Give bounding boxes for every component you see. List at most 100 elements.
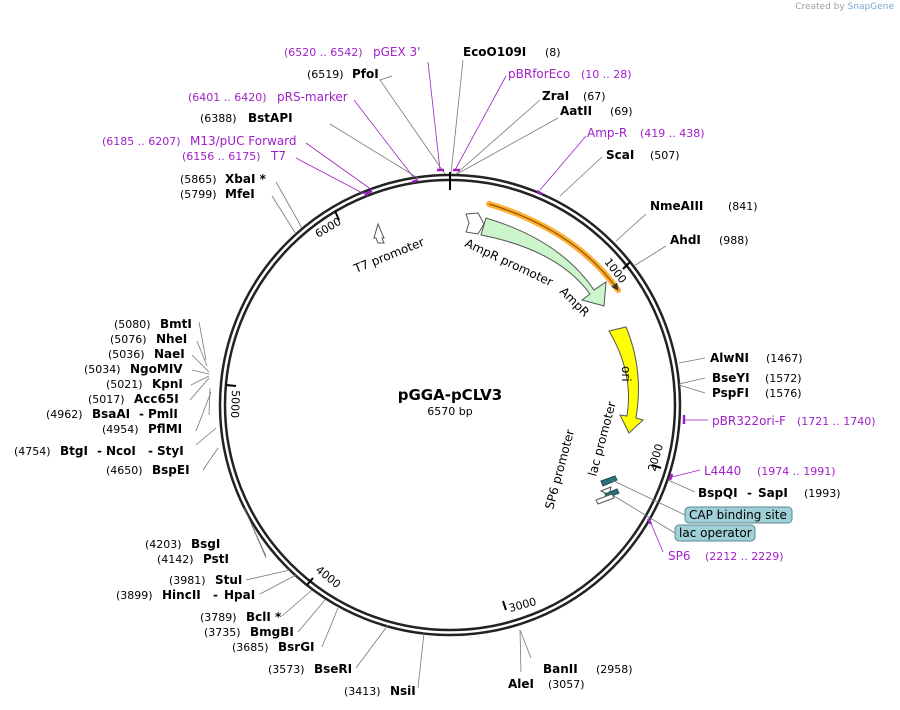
site-pos: (3981) — [169, 574, 206, 587]
primer-range: (2212 .. 2229) — [705, 550, 784, 563]
site-bspei[interactable]: (4650) BspEI — [106, 463, 190, 477]
site-leader-lines — [189, 59, 706, 689]
lac-operator: lac operator — [613, 495, 756, 542]
site-pos: (5021) — [106, 378, 143, 391]
site-pos: (507) — [650, 149, 680, 162]
site-hincii-hpai[interactable]: (3899) HincII - HpaI — [116, 588, 255, 602]
site-psti[interactable]: (4142) PstI — [157, 552, 229, 566]
site-name: BsrGI — [278, 640, 315, 654]
site-aatii[interactable]: AatII (69) — [560, 104, 633, 118]
site-scai[interactable]: ScaI (507) — [606, 148, 680, 162]
site-xbai[interactable]: (5865) XbaI * — [180, 172, 267, 186]
site-bstapi[interactable]: (6388) BstAPI — [200, 111, 293, 125]
site-name-2: PmlI — [148, 407, 178, 421]
site-name: XbaI * — [225, 172, 267, 186]
site-bspqi-sapi[interactable]: BspQI - SapI (1993) — [698, 486, 841, 500]
site-pfoi[interactable]: (6519) PfoI — [307, 67, 379, 81]
site-btgi-ncoi-styi[interactable]: (4754) BtgI - NcoI - StyI — [14, 444, 184, 458]
primer-t7[interactable]: (6156 .. 6175) T7 — [182, 149, 286, 163]
primer-sp6[interactable]: SP6 (2212 .. 2229) — [668, 549, 784, 563]
map-mark — [306, 577, 314, 586]
site-ngomiv[interactable]: (5034) NgoMIV — [84, 362, 183, 376]
site-pos: (3057) — [548, 678, 585, 691]
site-pflmi[interactable]: (4954) PflMI — [102, 422, 182, 436]
brand-prefix: Created by — [795, 2, 845, 12]
site-bseyi[interactable]: BseYI (1572) — [712, 371, 802, 385]
site-pos: (988) — [719, 234, 749, 247]
site-banii[interactable]: BanII (2958) — [543, 662, 633, 676]
site-pos: (5017) — [88, 393, 125, 406]
primer-ampr[interactable]: Amp-R (419 .. 438) — [587, 126, 705, 140]
site-name: AleI — [508, 677, 534, 691]
primer-range: (419 .. 438) — [640, 127, 705, 140]
primer-name: pGEX 3' — [373, 45, 420, 59]
site-name-2: SapI — [758, 486, 788, 500]
site-pspfi[interactable]: PspFI (1576) — [712, 386, 802, 400]
site-bmti[interactable]: (5080) BmtI — [114, 317, 192, 331]
primer-name: Amp-R — [587, 126, 627, 140]
site-pos: (8) — [545, 46, 561, 59]
site-name: NsiI — [390, 684, 416, 698]
map-mark — [198, 321, 207, 361]
site-pos: (1576) — [765, 387, 802, 400]
site-alwni[interactable]: AlwNI (1467) — [710, 351, 803, 365]
primer-pgex3[interactable]: (6520 .. 6542) pGEX 3' — [284, 45, 420, 59]
site-bcli[interactable]: (3789) BclI * — [200, 610, 282, 624]
site-naei[interactable]: (5036) NaeI — [108, 347, 185, 361]
primer-leader-lines — [295, 61, 708, 553]
primer-pbrforeco[interactable]: pBRforEco (10 .. 28) — [508, 67, 632, 81]
site-zrai[interactable]: ZraI (67) — [542, 89, 606, 103]
site-nhei[interactable]: (5076) NheI — [110, 332, 187, 346]
map-mark — [678, 384, 706, 394]
site-bseri[interactable]: (3573) BseRI — [268, 662, 352, 676]
site-pos: (69) — [610, 105, 633, 118]
map-mark — [480, 217, 607, 307]
site-bsrgi[interactable]: (3685) BsrGI — [232, 640, 315, 654]
primer-pbr322ori[interactable]: pBR322ori-F (1721 .. 1740) — [712, 414, 876, 428]
site-acc65i[interactable]: (5017) Acc65I — [88, 392, 179, 406]
site-name: BmgBI — [250, 625, 294, 639]
map-mark — [353, 99, 415, 179]
plasmid-size: 6570 bp — [427, 405, 472, 418]
map-mark — [646, 518, 653, 525]
site-bmgbi[interactable]: (3735) BmgBI — [204, 625, 294, 639]
site-bsgi[interactable]: (4203) BsgI — [145, 537, 220, 551]
primer-prsmarker[interactable]: (6401 .. 6420) pRS-marker — [188, 90, 348, 104]
map-mark — [373, 222, 385, 244]
site-name: PfoI — [352, 67, 379, 81]
site-nsii[interactable]: (3413) NsiI — [344, 684, 416, 698]
site-name: BseRI — [314, 662, 352, 676]
cap-binding-site: CAP binding site — [611, 479, 793, 524]
site-name: ZraI — [542, 89, 569, 103]
site-bsaai-pmli[interactable]: (4962) BsaAI - PmlI — [46, 407, 178, 421]
plasmid-name: pGGA-pCLV3 — [398, 386, 502, 404]
site-kpni[interactable]: (5021) KpnI — [106, 377, 183, 391]
map-mark — [668, 473, 674, 481]
primer-range: (1721 .. 1740) — [797, 415, 876, 428]
site-stui[interactable]: (3981) StuI — [169, 573, 242, 587]
map-mark — [195, 391, 212, 432]
map-mark — [613, 495, 676, 534]
site-ecoo109i[interactable]: EcoO109I (8) — [463, 45, 561, 59]
primer-range: (6156 .. 6175) — [182, 150, 261, 163]
site-alei[interactable]: AleI (3057) — [508, 677, 585, 691]
site-name-2: NcoI — [106, 444, 136, 458]
map-mark — [678, 357, 706, 364]
primer-l4440[interactable]: L4440 (1974 .. 1991) — [704, 464, 836, 478]
site-name: NmeAIII — [650, 199, 703, 213]
site-name: HincII — [162, 588, 201, 602]
map-mark — [649, 520, 664, 553]
primer-name: T7 — [270, 149, 286, 163]
map-mark — [608, 326, 644, 434]
primer-range: (6520 .. 6542) — [284, 46, 363, 59]
site-ahdi[interactable]: AhdI (988) — [670, 233, 749, 247]
primer-m13puc[interactable]: (6185 .. 6207) M13/pUC Forward — [102, 134, 297, 148]
site-name: KpnI — [152, 377, 183, 391]
site-nmeaiii[interactable]: NmeAIII (841) — [650, 199, 758, 213]
site-sep: - — [97, 444, 102, 458]
snapgene-brand: Created by SnapGene — [795, 2, 894, 12]
site-pos: (5865) — [180, 173, 217, 186]
map-mark — [595, 493, 615, 505]
site-mfei[interactable]: (5799) MfeI — [180, 187, 255, 201]
